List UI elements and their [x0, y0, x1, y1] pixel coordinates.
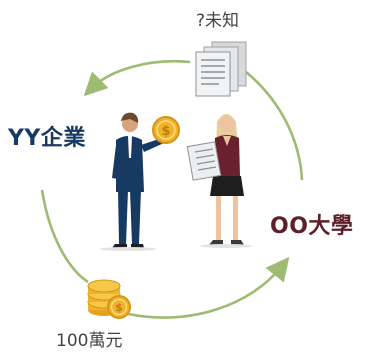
arrow-bottom-right: [127, 256, 290, 319]
funding-amount-label: 100萬元: [56, 331, 123, 351]
arrow-top-right: [245, 70, 304, 181]
document-stack-icon: [195, 41, 247, 97]
document-caption: ?未知: [196, 11, 240, 31]
company-label: YY企業: [8, 126, 86, 151]
businesswoman-figure: [186, 114, 252, 248]
arrow-left-bottom: [40, 189, 89, 284]
svg-text:$: $: [161, 124, 170, 139]
coin-icon: $: [152, 116, 180, 144]
svg-text:$: $: [115, 301, 123, 314]
coin-stack-icon: $: [87, 279, 131, 319]
university-label: OO大學: [270, 214, 354, 239]
businessman-figure: [100, 112, 168, 251]
arrow-top-left: [83, 59, 191, 97]
